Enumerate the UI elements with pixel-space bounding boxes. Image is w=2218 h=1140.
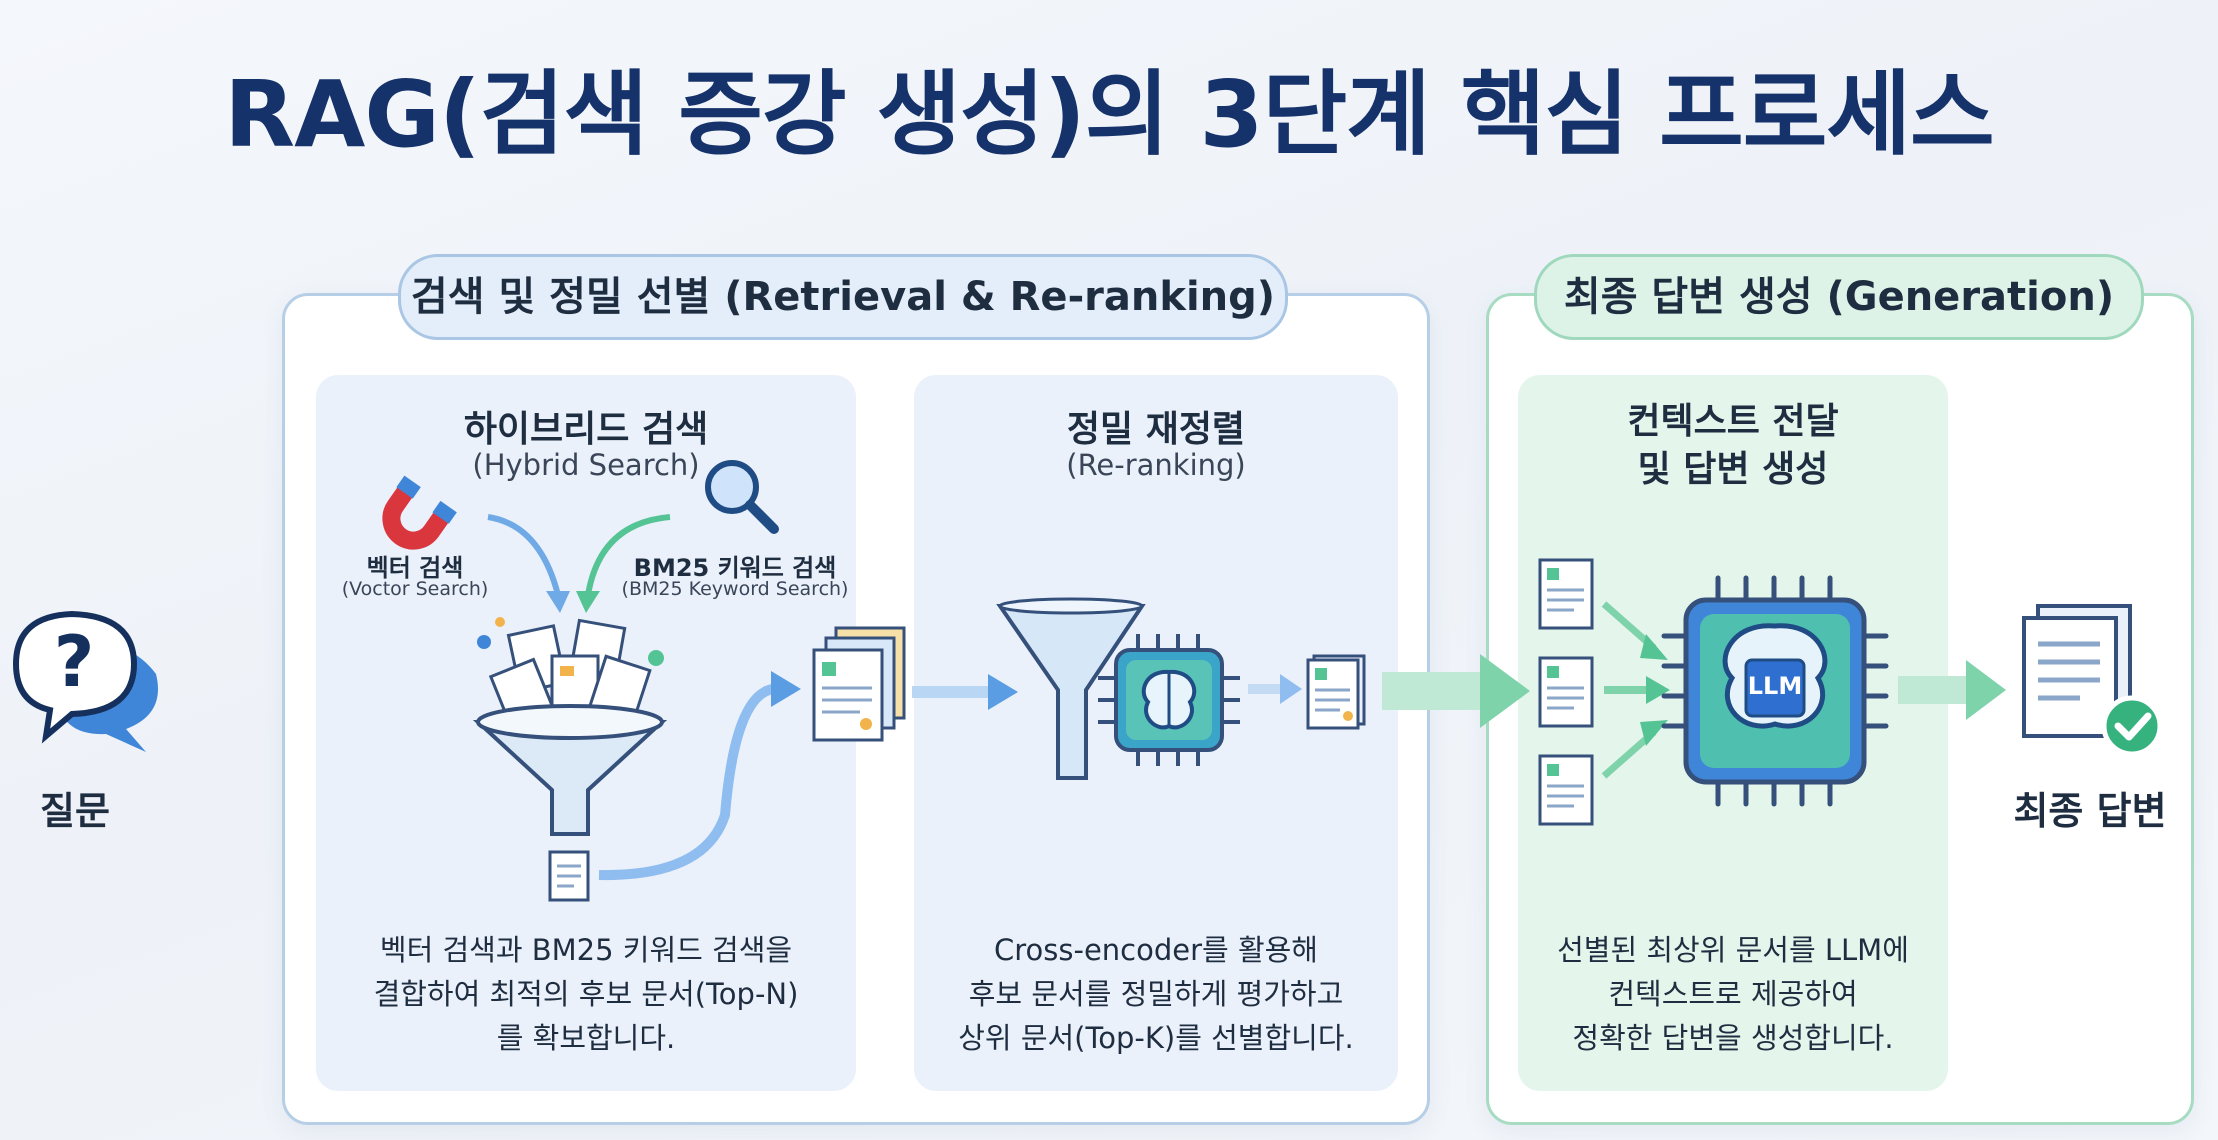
context-title-line: 및 답변 생성 bbox=[1637, 449, 1829, 490]
final-answer-label: 최종 답변 bbox=[2013, 789, 2167, 833]
bm25-search-sublabel: (BM25 Keyword Search) bbox=[621, 578, 849, 600]
hybrid-desc-line: 결합하여 최적의 후보 문서(Top-N) bbox=[373, 977, 799, 1011]
question-bubble-icon: ? bbox=[12, 610, 158, 752]
hybrid-title: 하이브리드 검색 bbox=[463, 409, 709, 450]
hybrid-description: 벡터 검색과 BM25 키워드 검색을 결합하여 최적의 후보 문서(Top-N… bbox=[316, 928, 856, 1060]
ai-chip-icon bbox=[1098, 634, 1240, 766]
document-icon bbox=[1538, 656, 1594, 728]
generation-group-label: 최종 답변 생성 (Generation) bbox=[1534, 254, 2144, 340]
context-description: 선별된 최상위 문서를 LLM에 컨텍스트로 제공하여 정확한 답변을 생성합니… bbox=[1518, 928, 1948, 1060]
context-desc-line: 선별된 최상위 문서를 LLM에 bbox=[1557, 933, 1909, 967]
flow-arrow-icon bbox=[1382, 654, 1530, 728]
vector-search-label: 벡터 검색 bbox=[366, 554, 464, 582]
rerank-description: Cross-encoder를 활용해 후보 문서를 정밀하게 평가하고 상위 문… bbox=[914, 928, 1398, 1060]
llm-chip-label: LLM bbox=[1747, 672, 1803, 700]
document-stack-icon bbox=[812, 626, 906, 742]
rerank-title: 정밀 재정렬 bbox=[1066, 409, 1246, 450]
document-icon bbox=[1538, 558, 1594, 630]
page-title: RAG(검색 증강 생성)의 3단계 핵심 프로세스 bbox=[224, 61, 1994, 168]
flow-arrow-icon bbox=[1898, 660, 2006, 720]
magnifier-icon bbox=[705, 460, 779, 534]
question-label: 질문 bbox=[40, 789, 110, 833]
magnet-icon bbox=[382, 475, 457, 550]
hybrid-subtitle: (Hybrid Search) bbox=[472, 448, 700, 482]
llm-chip-icon bbox=[1661, 575, 1889, 807]
document-check-icon bbox=[2022, 604, 2163, 757]
rerank-desc-line: 상위 문서(Top-K)를 선별합니다. bbox=[958, 1021, 1354, 1055]
svg-text:?: ? bbox=[54, 621, 95, 703]
vector-search-sublabel: (Voctor Search) bbox=[341, 578, 489, 600]
upward-flow-arrow-icon bbox=[598, 671, 801, 881]
context-desc-line: 컨텍스트로 제공하여 bbox=[1608, 977, 1858, 1011]
rerank-desc-line: 후보 문서를 정밀하게 평가하고 bbox=[968, 977, 1344, 1011]
rerank-subtitle: (Re-ranking) bbox=[1066, 448, 1246, 482]
document-icon bbox=[1306, 654, 1366, 730]
document-icon bbox=[548, 850, 590, 902]
retrieval-group-label: 검색 및 정밀 선별 (Retrieval & Re-ranking) bbox=[398, 254, 1288, 340]
converging-arrows-icon bbox=[1601, 601, 1670, 779]
flow-arrow-icon bbox=[912, 674, 1018, 710]
context-title-line: 컨텍스트 전달 bbox=[1627, 401, 1839, 442]
funnel-documents-icon bbox=[472, 617, 668, 836]
bm25-search-label: BM25 키워드 검색 bbox=[633, 554, 837, 582]
curved-arrows-icon bbox=[487, 514, 671, 613]
document-icon bbox=[1538, 754, 1594, 826]
hybrid-desc-line: 를 확보합니다. bbox=[496, 1021, 676, 1055]
flow-arrow-icon bbox=[1248, 674, 1302, 704]
hybrid-desc-line: 벡터 검색과 BM25 키워드 검색을 bbox=[379, 933, 793, 967]
context-desc-line: 정확한 답변을 생성합니다. bbox=[1572, 1021, 1894, 1055]
funnel-icon bbox=[996, 597, 1146, 780]
context-title: 컨텍스트 전달 및 답변 생성 bbox=[1518, 398, 1948, 494]
rerank-desc-line: Cross-encoder를 활용해 bbox=[994, 933, 1318, 967]
